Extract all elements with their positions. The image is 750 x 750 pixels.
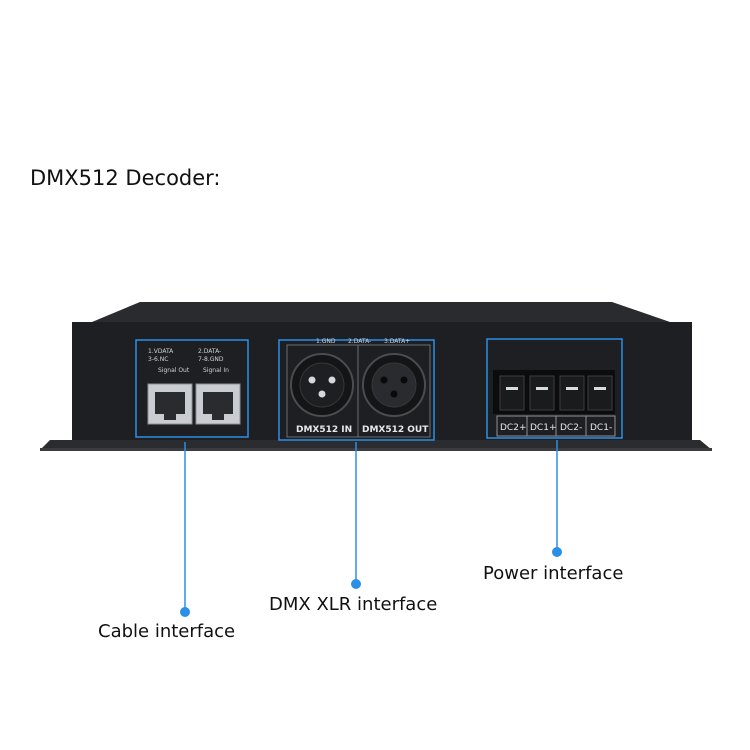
dmx-out-label: DMX512 OUT — [362, 425, 429, 435]
xlr-pin2: 2.DATA- — [348, 338, 371, 345]
power-leader-dot — [552, 547, 562, 557]
rj45-port-out — [147, 383, 193, 425]
xlr-pin3: 3.DATA+ — [384, 338, 410, 345]
device-base-flange — [40, 440, 712, 450]
xlr-leader-dot — [351, 579, 361, 589]
cable-interface-label: Cable interface — [98, 621, 236, 642]
cable-hdr-left: 1.VDATA — [148, 348, 174, 355]
device-top-lid — [92, 302, 670, 322]
page-title: DMX512 Decoder: — [30, 166, 221, 190]
dc2-plus-label: DC2+ — [500, 423, 526, 433]
xlr-interface-label: DMX XLR interface — [269, 594, 438, 615]
rj45-port-in — [195, 383, 241, 425]
dmx-in-label: DMX512 IN — [296, 425, 352, 435]
xlr-interface-box — [278, 339, 435, 441]
signal-in-label: Signal In — [203, 367, 229, 374]
cable-leader-dot — [180, 607, 190, 617]
power-interface-label: Power interface — [483, 563, 624, 584]
xlr-pin1: 1.GND — [316, 338, 336, 345]
power-interface-box — [486, 338, 623, 439]
cable-interface-box — [135, 339, 249, 438]
dc1-plus-label: DC1+ — [530, 423, 556, 433]
xlr-out-connector — [362, 353, 426, 417]
cable-hdr-left2: 3-6.NC — [148, 356, 168, 363]
cable-hdr-right: 2.DATA- — [198, 348, 221, 355]
dc1-minus-label: DC1- — [590, 423, 612, 433]
dc2-minus-label: DC2- — [560, 423, 582, 433]
signal-out-label: Signal Out — [158, 367, 190, 374]
xlr-in-connector — [290, 353, 354, 417]
cable-hdr-right2: 7-8.GND — [198, 356, 224, 363]
